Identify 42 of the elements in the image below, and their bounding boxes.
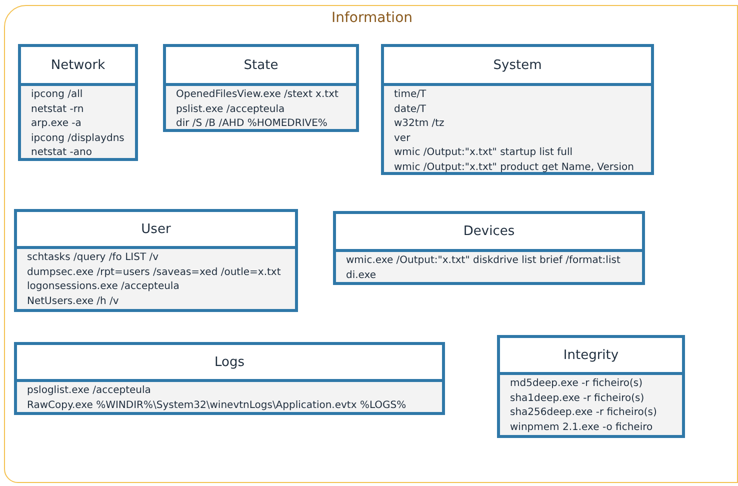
command-line: sha1deep.exe -r ficheiro(s) bbox=[510, 392, 644, 406]
card-header: State bbox=[166, 47, 356, 86]
command-line: netstat -rn bbox=[31, 102, 84, 116]
card-header: System bbox=[384, 47, 651, 86]
command-line: arp.exe -a bbox=[31, 117, 82, 131]
card-header: Integrity bbox=[500, 338, 682, 375]
category-card bbox=[381, 44, 654, 175]
command-line: winpmem 2.1.exe -o ficheiro bbox=[510, 420, 653, 434]
command-line: dir /S /B /AHD %HOMEDRIVE% bbox=[176, 117, 328, 131]
card-header: Network bbox=[21, 47, 135, 86]
command-line: schtasks /query /fo LIST /v bbox=[27, 251, 159, 265]
category-card bbox=[163, 44, 359, 132]
card-header: Devices bbox=[336, 214, 642, 252]
command-line: di.exe bbox=[346, 268, 376, 282]
command-line: ipcong /displaydns bbox=[31, 132, 124, 146]
card-header: Logs bbox=[17, 345, 442, 382]
frame-title: Information bbox=[331, 10, 413, 26]
command-line: logonsessions.exe /accepteula bbox=[27, 280, 180, 294]
command-line: RawCopy.exe %WINDIR%\System32\winevtnLogs\Application.evtx %LOGS% bbox=[27, 398, 406, 412]
command-line: wmic.exe /Output:"x.txt" diskdrive list brief /format:list bbox=[346, 254, 620, 268]
command-line: wmic /Output:"x.txt" product get Name, Version bbox=[394, 160, 634, 174]
command-line: dumpsec.exe /rpt=users /saveas=xed /outle=x.txt bbox=[27, 266, 281, 280]
command-line: md5deep.exe -r ficheiro(s) bbox=[510, 377, 643, 391]
card-header: User bbox=[17, 212, 295, 249]
command-line: OpenedFilesView.exe /stext x.txt bbox=[176, 88, 338, 102]
command-line: pslist.exe /accepteula bbox=[176, 102, 285, 116]
command-line: NetUsers.exe /h /v bbox=[27, 294, 119, 308]
category-card bbox=[14, 209, 298, 312]
command-line: wmic /Output:"x.txt" startup list full bbox=[394, 146, 573, 160]
command-line: ipcong /all bbox=[31, 88, 83, 102]
command-line: date/T bbox=[394, 102, 426, 116]
command-line: w32tm /tz bbox=[394, 117, 444, 131]
command-line: sha256deep.exe -r ficheiro(s) bbox=[510, 406, 657, 420]
command-line: psloglist.exe /accepteula bbox=[27, 384, 151, 398]
category-card bbox=[14, 342, 445, 415]
command-line: ver bbox=[394, 132, 410, 146]
category-card bbox=[18, 44, 138, 161]
category-card bbox=[497, 335, 685, 438]
category-card bbox=[333, 211, 645, 285]
command-line: time/T bbox=[394, 88, 426, 102]
group-frame bbox=[4, 5, 738, 483]
command-line: netstat -ano bbox=[31, 146, 92, 160]
